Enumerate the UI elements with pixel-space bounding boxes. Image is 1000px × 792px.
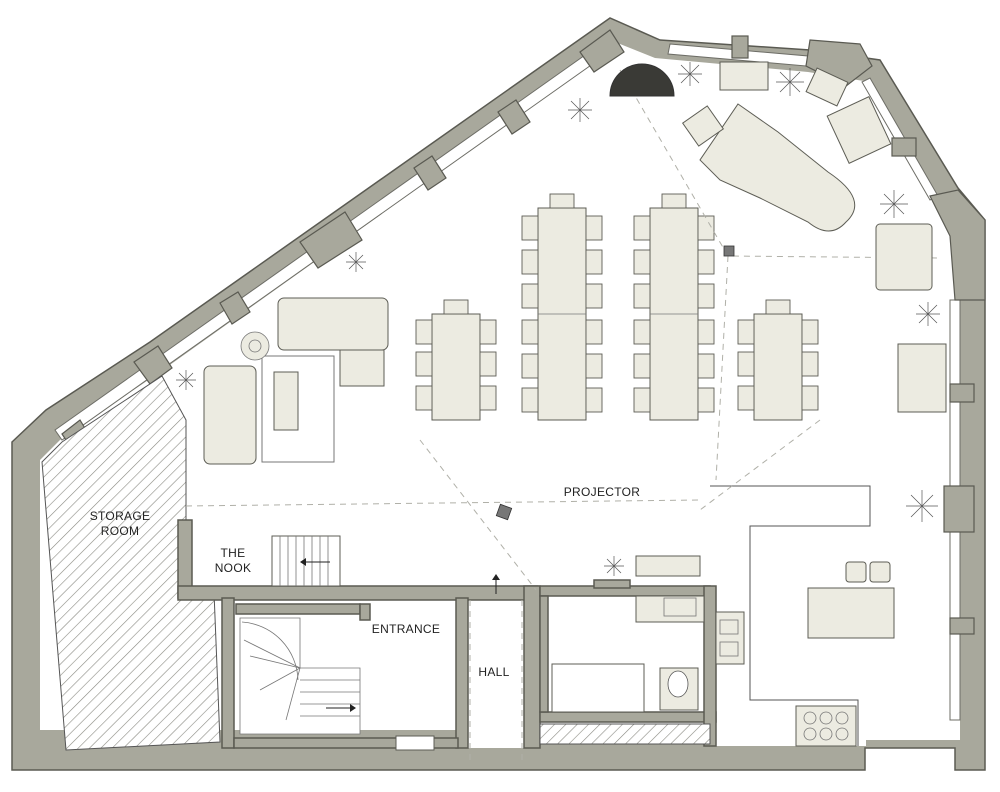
hall: HALL (469, 574, 523, 760)
storage-room: STORAGE ROOM (41, 375, 221, 751)
storage-room-label-2: ROOM (101, 524, 140, 538)
kitchen (635, 485, 895, 747)
projector-label: PROJECTOR (564, 485, 641, 499)
plants (176, 62, 940, 576)
dining-tables (415, 193, 819, 421)
nook-label: THE (221, 546, 246, 560)
nook-label-2: NOOK (215, 561, 252, 575)
entrance-stairs: ENTRANCE (239, 617, 440, 751)
piano-area (609, 61, 947, 413)
entrance-label: ENTRANCE (372, 622, 440, 636)
projector-zone: PROJECTOR (185, 69, 941, 591)
nook-stairs: THE NOOK (215, 535, 341, 587)
building-shell (11, 17, 986, 771)
interior-walls (177, 519, 717, 749)
lounge (203, 297, 389, 465)
bathroom (539, 595, 711, 745)
storage-room-label: STORAGE (90, 509, 151, 523)
hall-label: HALL (478, 665, 509, 679)
